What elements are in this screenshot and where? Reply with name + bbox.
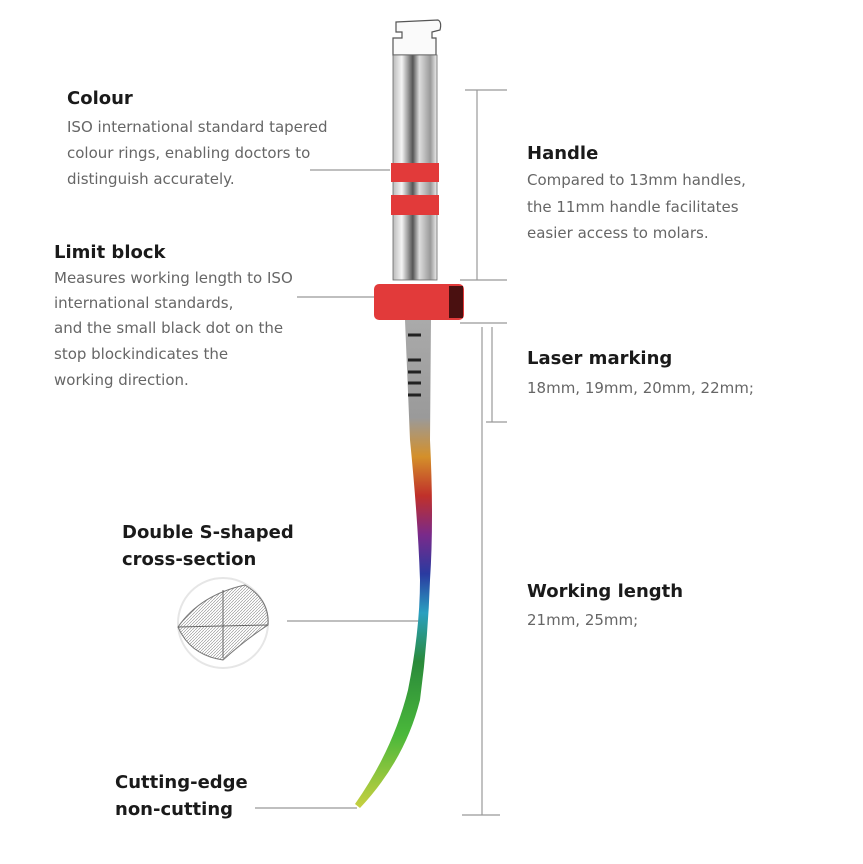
handle-line: the 11mm handle facilitates	[527, 198, 739, 216]
cross-section-title: Double S-shaped	[122, 522, 294, 543]
limit-block-shape	[374, 284, 464, 320]
cutting-edge-title: non-cutting	[115, 799, 234, 820]
laser-marking-title: Laser marking	[527, 348, 673, 369]
limit-block-line: stop blockindicates the	[54, 345, 229, 363]
limit-block-line: and the small black dot on the	[54, 319, 284, 337]
colour-line: distinguish accurately.	[67, 170, 235, 188]
working-length-title: Working length	[527, 581, 684, 602]
cross-section-icon	[177, 577, 269, 669]
colour-line: ISO international standard tapered	[67, 118, 328, 136]
limit-block-line: working direction.	[54, 371, 189, 389]
limit-block-line: international standards,	[54, 294, 234, 312]
colour-title: Colour	[67, 88, 133, 109]
handle-line: Compared to 13mm handles,	[527, 171, 746, 189]
handle-shape	[391, 19, 442, 281]
shaft	[355, 320, 432, 808]
colour-line: colour rings, enabling doctors to	[67, 144, 311, 162]
leader-lines	[255, 89, 507, 816]
laser-marks	[408, 333, 421, 397]
colour-ring	[391, 195, 439, 215]
handle-line: easier access to molars.	[527, 224, 709, 242]
cutting-edge-title: Cutting-edge	[115, 772, 248, 793]
cross-section-title: cross-section	[122, 549, 257, 570]
colour-ring	[391, 163, 439, 182]
working-length-line: 21mm, 25mm;	[527, 611, 639, 629]
limit-block-title: Limit block	[54, 242, 166, 263]
handle-title: Handle	[527, 143, 599, 164]
limit-block-line: Measures working length to ISO	[54, 269, 293, 287]
laser-marking-line: 18mm, 19mm, 20mm, 22mm;	[527, 379, 754, 397]
